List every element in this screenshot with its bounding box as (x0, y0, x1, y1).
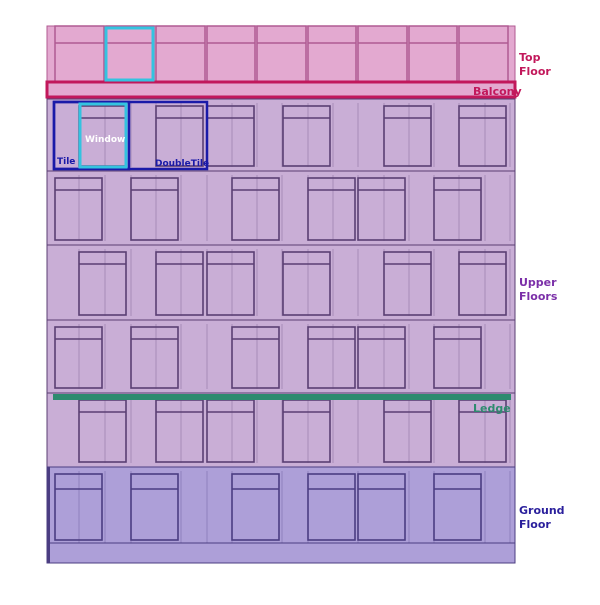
balcony-label: Balcony (473, 85, 522, 98)
balcony-band (45, 80, 517, 99)
upper-window (78, 251, 127, 316)
upper-window (383, 251, 432, 316)
top-floor (45, 25, 517, 99)
top-floor-label-line1: Top (519, 51, 541, 64)
upper-window (231, 177, 280, 241)
upper-floors-label-line1: Upper (519, 276, 557, 289)
upper-floor-band (46, 392, 516, 468)
ground-window (307, 473, 356, 541)
ground-window (130, 473, 179, 541)
upper-floor-band (46, 319, 516, 394)
top-floor-wall (46, 25, 516, 83)
upper-window (383, 105, 432, 167)
upper-floors (46, 98, 516, 468)
top-floor-label-line2: Floor (519, 65, 551, 78)
ledge-bar (53, 394, 511, 400)
upper-floor-band (46, 244, 516, 321)
double-tile-label: DoubleTile (155, 159, 209, 169)
ground-floor-wall (46, 466, 516, 564)
tile-highlight (52, 100, 131, 171)
ground-window (433, 473, 482, 541)
ledge-label: Ledge (473, 402, 511, 415)
upper-window (357, 326, 406, 389)
upper-window (54, 177, 103, 241)
ground-left-edge (47, 467, 50, 563)
upper-window (282, 105, 331, 167)
upper-window (54, 326, 103, 389)
ground-window (231, 473, 280, 541)
upper-window (433, 326, 482, 389)
upper-window (130, 326, 179, 389)
upper-floor-band (46, 170, 516, 246)
upper-window (155, 105, 204, 167)
ground-window (357, 473, 406, 541)
upper-window (282, 251, 331, 316)
ground-floor-label-line2: Floor (519, 518, 551, 531)
upper-window (130, 177, 179, 241)
upper-window (458, 251, 507, 316)
window-highlight (78, 102, 128, 169)
upper-window (231, 326, 280, 389)
tile-label: Tile (57, 157, 75, 167)
ground-window (54, 473, 103, 541)
upper-window (155, 251, 204, 316)
upper-window (357, 177, 406, 241)
upper-floors-label-line2: Floors (519, 290, 558, 303)
ground-floor (46, 466, 516, 564)
annotation-layer (52, 26, 209, 171)
ground-floor-label-line1: Ground (519, 504, 565, 517)
upper-window (433, 177, 482, 241)
upper-window (458, 105, 507, 167)
window-label: Window (85, 135, 125, 145)
upper-window (307, 326, 356, 389)
top-window-highlight (104, 26, 155, 82)
upper-window (206, 251, 255, 316)
upper-window (307, 177, 356, 241)
